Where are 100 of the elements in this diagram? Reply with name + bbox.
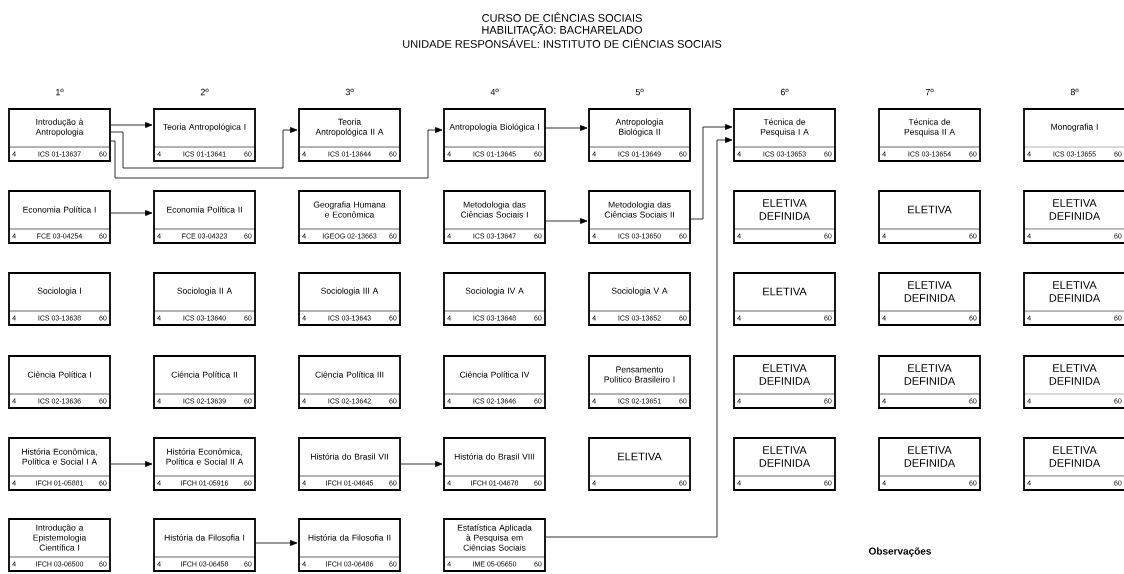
course-box: [443, 355, 546, 409]
course-name: Estatística Aplicada à Pesquisa em Ciências Sociais: [457, 524, 532, 551]
course-box: [443, 108, 546, 162]
subtitle: UNIDADE RESPONSÁVEL: INSTITUTO DE CIÊNCIAS SOCIAIS: [403, 38, 722, 48]
course-name: História da Filosofia II: [308, 534, 391, 541]
subtitle: HABILITAÇÃO: BACHARELADO: [482, 24, 643, 36]
course-name: Ciência Política I: [27, 371, 91, 378]
course-box: [298, 518, 401, 572]
course-box: [1023, 355, 1124, 409]
course-box: [153, 355, 256, 409]
course-name: Teoria Antropológica I: [163, 123, 246, 132]
course-name: Economia Política I: [23, 206, 96, 213]
course-box: [588, 272, 691, 326]
course-box: [298, 190, 401, 244]
course-box: [733, 108, 836, 162]
course-name: Introdução à Antropologia: [35, 118, 84, 137]
course-box: [153, 190, 256, 244]
course-name: ELETIVA: [618, 452, 662, 461]
course-box: [733, 190, 836, 244]
course-name: Pensamento Político Brasileiro I: [604, 366, 675, 383]
course-box: [443, 437, 546, 491]
course-name: Teoria Antropológica II A: [315, 118, 384, 137]
course-box: [588, 190, 691, 244]
course-box: [878, 190, 981, 244]
course-name: ELETIVA DEFINIDA: [759, 199, 811, 220]
semester-number: 5º: [635, 88, 644, 96]
course-name: História da Filosofia I: [164, 534, 245, 541]
course-name: Sociologia V A: [611, 287, 668, 296]
course-box: [153, 437, 256, 491]
course-box: [443, 190, 546, 244]
course-name: ELETIVA: [763, 287, 807, 296]
course-box: [8, 518, 111, 572]
course-name: Ciência Política II: [171, 371, 237, 378]
arrow: [110, 127, 443, 179]
course-box: [733, 437, 836, 491]
arrow: [255, 540, 298, 546]
course-name: Sociologia IV A: [465, 287, 524, 296]
course-name: Sociologia III A: [321, 287, 379, 296]
course-box: [8, 437, 111, 491]
course-name: Metodologia das Ciências Sociais II: [604, 201, 674, 218]
arrow: [545, 218, 588, 224]
course-box: [443, 518, 546, 572]
course-name: ELETIVA DEFINIDA: [1049, 446, 1101, 467]
arrow: [690, 124, 733, 220]
course-name: História do Brasil VIII: [454, 453, 535, 460]
course-name: Monografia I: [1051, 123, 1098, 132]
course-box: [8, 190, 111, 244]
course-name: Sociologia I: [37, 287, 81, 296]
course-box: [298, 355, 401, 409]
course-name: ELETIVA DEFINIDA: [904, 364, 956, 385]
arrow: [110, 127, 298, 169]
course-box: [1023, 437, 1124, 491]
course-box: [8, 272, 111, 326]
course-box: [878, 437, 981, 491]
course-box: [733, 272, 836, 326]
arrow: [400, 461, 443, 467]
course-box: [733, 355, 836, 409]
course-box: [1023, 190, 1124, 244]
course-name: Técnica de Pesquisa II A: [904, 118, 955, 137]
course-box: [298, 108, 401, 162]
course-box: [588, 108, 691, 162]
course-box: [1023, 272, 1124, 326]
arrow: [110, 210, 153, 216]
course-name: Ciência Política III: [315, 371, 384, 378]
course-name: ELETIVA DEFINIDA: [1049, 364, 1101, 385]
title: CURSO DE CIÊNCIAS SOCIAIS: [482, 12, 642, 22]
course-box: [443, 272, 546, 326]
course-name: ELETIVA DEFINIDA: [1049, 199, 1101, 220]
course-box: [153, 518, 256, 572]
course-box: [8, 108, 111, 162]
course-box: [153, 272, 256, 326]
course-name: Introdução a Epistemologia Científica I: [33, 524, 87, 551]
course-name: Metodologia das Ciências Sociais I: [460, 201, 528, 218]
course-box: [1023, 108, 1124, 162]
section-heading: Observações: [869, 547, 931, 557]
course-box: [8, 355, 111, 409]
course-name: ELETIVA: [908, 205, 952, 214]
semester-number: 6º: [780, 88, 789, 96]
course-name: Ciência Política IV: [460, 371, 530, 378]
arrow: [110, 461, 153, 467]
semester-number: 4º: [490, 88, 499, 96]
course-name: ELETIVA DEFINIDA: [1049, 281, 1101, 302]
arrow: [545, 137, 733, 538]
semester-number: 8º: [1070, 88, 1079, 96]
course-box: [878, 108, 981, 162]
semester-number: 3º: [345, 88, 354, 96]
semester-number: 1º: [56, 88, 64, 96]
course-name: ELETIVA DEFINIDA: [904, 281, 956, 302]
course-box: [588, 355, 691, 409]
course-box: [588, 437, 691, 491]
course-box: [298, 272, 401, 326]
course-name: História Econômica, Política e Social I A: [22, 448, 98, 465]
arrow: [545, 125, 588, 131]
course-name: História Econômica, Política e Social II A: [166, 448, 244, 465]
course-box: [298, 437, 401, 491]
course-name: História do Brasil VII: [311, 453, 388, 460]
course-name: Geografia Humana e Econômica: [313, 201, 386, 218]
course-box: [878, 355, 981, 409]
course-name: Sociologia II A: [177, 287, 233, 296]
course-name: Economia Política II: [167, 206, 242, 213]
